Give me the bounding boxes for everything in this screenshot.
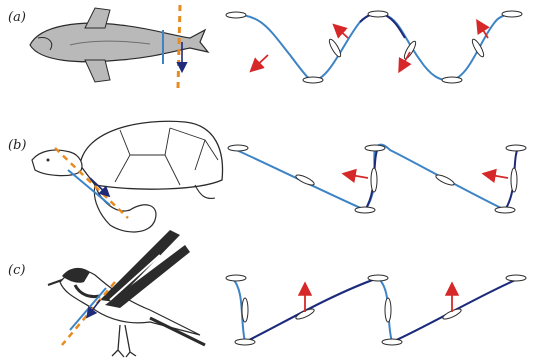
fish-trajectory <box>226 11 522 83</box>
turtle-illustration <box>32 121 223 232</box>
turtle-trajectory <box>228 145 526 213</box>
bird-trajectory <box>226 275 526 345</box>
fish-force-arrow-4 <box>478 22 488 38</box>
turtle-force-arrow-2 <box>485 174 508 178</box>
bird-illustration <box>48 230 205 357</box>
fish-force-arrow-1 <box>252 55 268 70</box>
turtle-force-arrow-1 <box>345 174 368 178</box>
fish-force-arrow-2 <box>335 26 348 38</box>
